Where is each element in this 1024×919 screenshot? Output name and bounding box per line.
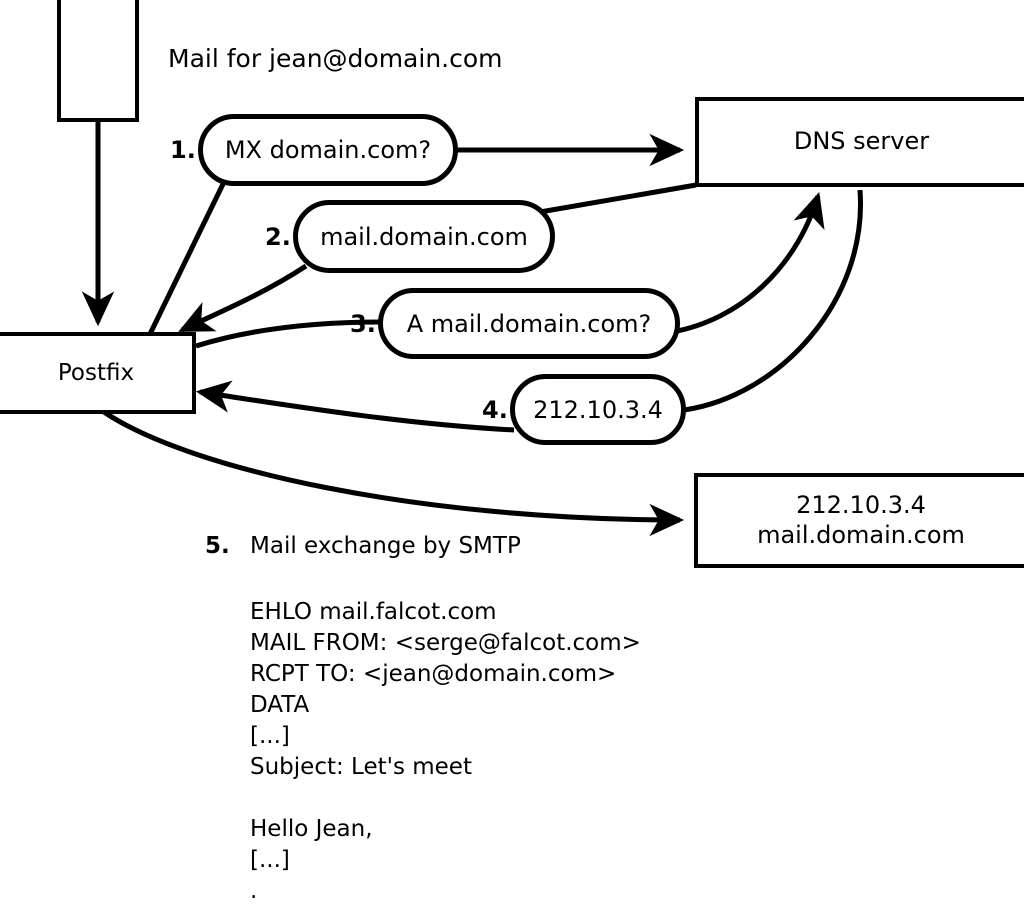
smtp-transcript: EHLO mail.falcot.com MAIL FROM: <serge@f… — [250, 599, 641, 905]
step-3-label: A mail.domain.com? — [406, 309, 652, 338]
step-1-bubble[interactable]: MX domain.com? — [198, 114, 458, 186]
step-5-label: Mail exchange by SMTP — [250, 533, 521, 559]
dns-server-label: DNS server — [793, 127, 930, 156]
step-4-number: 4. — [482, 396, 508, 424]
step-4-bubble[interactable]: 212.10.3.4 — [510, 374, 686, 445]
edge-step3-to-dns — [671, 191, 825, 335]
target-ip-label: 212.10.3.4 — [796, 491, 926, 520]
step-3-bubble[interactable]: A mail.domain.com? — [378, 288, 680, 359]
edge-step1-tail — [147, 180, 227, 336]
step-5-number: 5. — [205, 533, 230, 559]
edge-dns-to-step4 — [683, 189, 863, 413]
postfix-box[interactable]: Postfix — [0, 332, 196, 414]
edge-postfix-to-step3 — [195, 319, 383, 349]
step-1-number: 1. — [170, 136, 196, 164]
page-title: Mail for jean@domain.com — [168, 44, 503, 73]
edge-postfix-to-target — [102, 409, 685, 537]
postfix-label: Postfix — [57, 359, 135, 386]
client-box[interactable] — [57, 0, 139, 122]
step-2-label: mail.domain.com — [320, 222, 528, 251]
step-3-number: 3. — [350, 310, 376, 338]
step-1-label: MX domain.com? — [224, 136, 432, 164]
step-2-number: 2. — [265, 223, 291, 251]
edge-step2-to-postfix — [178, 263, 308, 333]
edge-dns-to-step2 — [539, 182, 697, 215]
step-2-bubble[interactable]: mail.domain.com — [293, 200, 555, 273]
target-host-label: mail.domain.com — [757, 520, 965, 549]
target-mail-server-box[interactable]: 212.10.3.4 mail.domain.com — [694, 473, 1024, 568]
step-4-label: 212.10.3.4 — [533, 395, 663, 424]
edge-step4-to-postfix — [195, 380, 515, 433]
dns-server-box[interactable]: DNS server — [695, 97, 1024, 187]
